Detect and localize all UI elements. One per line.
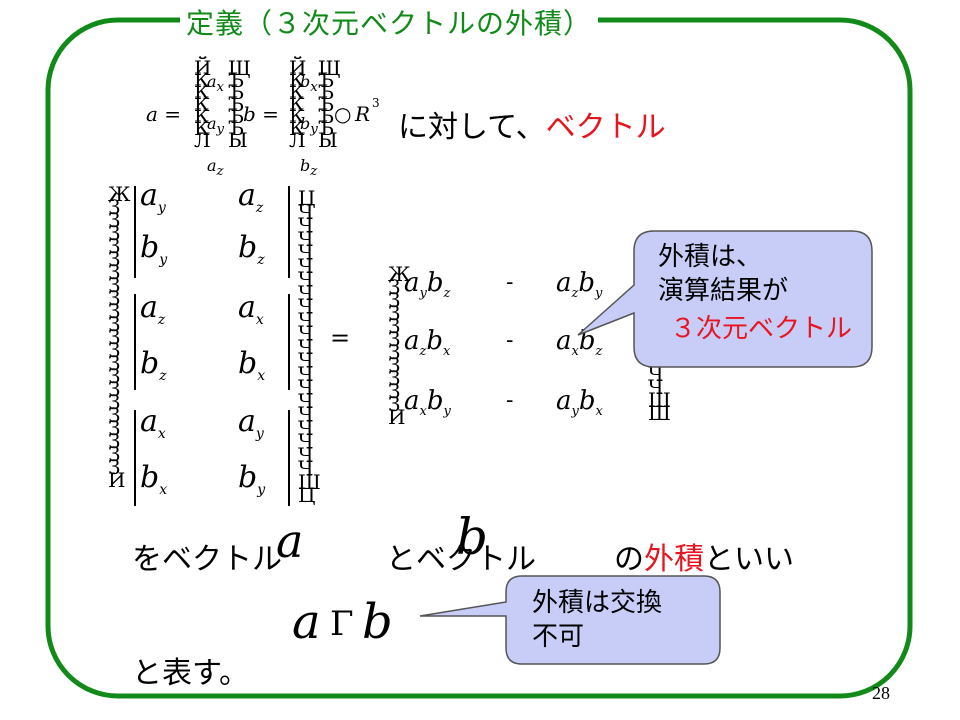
sentence-vector-b: b [456, 508, 489, 566]
det-r2-bar-right [288, 294, 290, 390]
det-r2-br: bx [238, 346, 266, 384]
exp-r3-left: axby [404, 386, 451, 420]
cross-product-highlight: 外積 [644, 542, 704, 577]
exp-r3-minus: - [506, 388, 514, 413]
slide-title: 定義（３次元ベクトルの外積） [180, 2, 599, 42]
callout1-bubble [577, 230, 873, 368]
exp-r2-minus: - [506, 328, 514, 353]
callout2-line2: 不可 [532, 622, 585, 652]
exp-r1-right: azby [556, 268, 603, 302]
b-equals: b = [243, 102, 279, 126]
definition-phrase: に対して、ベクトル [398, 102, 666, 146]
callout1-line2: 演算結果が [658, 276, 789, 306]
det-r3-bar-right [288, 410, 290, 506]
det-r1-bl: by [140, 230, 168, 268]
det-r1-br: bz [238, 230, 265, 268]
callout2-bubble [419, 575, 721, 665]
exp-r1-minus: - [506, 270, 514, 295]
det-r3-tl: ax [140, 404, 166, 442]
det-r1-tl: ay [140, 178, 166, 216]
det-r1-bar-right [288, 186, 290, 278]
sentence-part3: の外積といい [614, 542, 794, 577]
sentence-part1: をベクトル [132, 542, 282, 577]
equals-sign: = [330, 324, 351, 352]
det-r3-br: by [238, 460, 266, 498]
real-space: R [355, 102, 371, 126]
sentence-part2: とベクトル [386, 542, 536, 577]
exp-r1-left: aybz [404, 268, 451, 302]
phrase-highlight: ベクトル [545, 110, 666, 145]
closing-text: と表す。 [132, 656, 249, 691]
det-r1-tr: az [238, 178, 264, 216]
exp-r3-right: aybx [556, 386, 603, 420]
callout1-line3: ３次元ベクトル [670, 314, 853, 344]
real-space-exponent: 3 [372, 96, 380, 110]
phrase-prefix: に対して、 [398, 110, 546, 145]
det-r2-tr: ax [238, 290, 264, 328]
a-equals: a = [146, 102, 182, 126]
element-of-symbol: ○ [334, 102, 352, 126]
det-r3-bl: bx [140, 460, 168, 498]
callout2-line1: 外積は交換 [532, 588, 663, 618]
det-r3-bar-left [134, 410, 136, 506]
exp-r2-left: azbx [404, 326, 451, 360]
det-r2-bar-left [134, 294, 136, 390]
product-operator: Γ [330, 604, 354, 644]
det-r2-tl: az [140, 290, 166, 328]
page-number: 28 [872, 683, 890, 703]
det-r2-bl: bz [140, 346, 167, 384]
product-a: a [292, 594, 321, 650]
callout1-line1: 外積は、 [658, 242, 763, 272]
sentence-vector-a: a [276, 514, 304, 568]
det-r3-tr: ay [238, 404, 264, 442]
product-b: b [362, 594, 393, 650]
